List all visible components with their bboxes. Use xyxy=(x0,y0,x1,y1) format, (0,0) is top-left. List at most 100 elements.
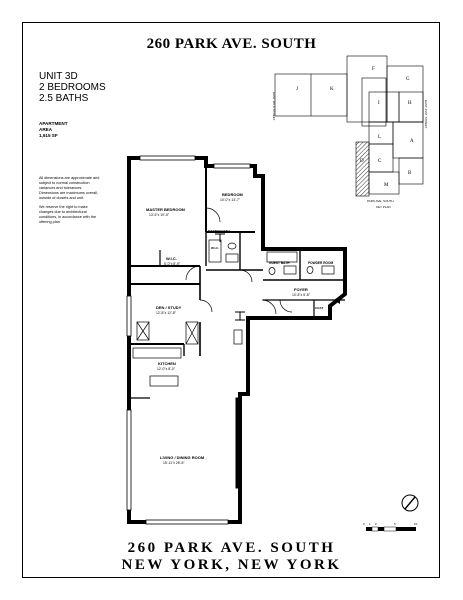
door-den xyxy=(199,299,213,313)
sink-guest xyxy=(283,265,297,275)
scale-bar: 0 1 2 5 10 xyxy=(363,522,418,532)
room-master-bedroom: MASTER BEDROOM xyxy=(146,207,186,212)
unit-name: UNIT 3D xyxy=(39,71,78,82)
room-wic-1: W.I.C. xyxy=(166,256,177,261)
room-living-dim: 15'-11"x 25'-5" xyxy=(163,461,185,465)
unit-bedrooms: 2 BEDROOMS xyxy=(39,82,106,93)
room-guest-bath: GUEST BATH xyxy=(269,261,290,265)
toilet-powder xyxy=(306,266,314,274)
room-kitchen: KITCHEN xyxy=(158,361,176,366)
scale-1: 1 xyxy=(369,522,371,526)
room-bedroom-dim: 10'-0"x 13'-7" xyxy=(220,198,241,202)
beam-markers xyxy=(215,233,245,321)
keyplan-unit-k xyxy=(368,121,394,145)
windows xyxy=(126,155,251,525)
keyplan-unit-i xyxy=(368,91,400,123)
fridge-x2 xyxy=(185,321,199,345)
fridge xyxy=(185,321,199,345)
tub-master xyxy=(208,239,222,263)
unit-baths: 2.5 BATHS xyxy=(39,93,89,104)
keyplan-unit-h xyxy=(398,91,424,123)
door-coat xyxy=(279,299,293,313)
window-master xyxy=(139,155,196,161)
toilet-guest xyxy=(268,267,276,275)
room-master-bath: MASTER BATH xyxy=(208,229,230,233)
scale-10: 10 xyxy=(414,522,418,526)
keyplan-unit-b xyxy=(398,157,424,185)
room-foyer-dim: 10'-8"x 5'-8" xyxy=(292,293,311,297)
room-den: DEN / STUDY xyxy=(156,305,182,310)
scale-5: 5 xyxy=(394,522,396,526)
keyplan-unit-c xyxy=(368,143,394,173)
keyplan-label-b: B xyxy=(408,171,412,176)
keyplan-sublabel: PARK AVE. SOUTH xyxy=(367,199,394,203)
page-frame xyxy=(22,22,440,578)
room-kitchen-dim: 12'-0"x 8'-0" xyxy=(157,367,176,371)
keyplan-label-h: H xyxy=(408,101,412,106)
disclaimer-p2: We reserve the right to make changes due… xyxy=(39,205,96,224)
room-living: LIVING / DINING ROOM xyxy=(160,455,205,460)
room-coat: COAT xyxy=(315,306,323,310)
keyplan-label-f: F xyxy=(372,67,375,72)
keyplan-label-k: K xyxy=(330,87,334,92)
keyplan-unit-e xyxy=(361,77,387,127)
room-labels: MASTER BEDROOM 13'-5"x 19'-5" BEDROOM 10… xyxy=(146,192,333,465)
fixtures xyxy=(132,207,335,387)
room-powder: POWDER ROOM xyxy=(308,261,333,265)
north-arrow-icon xyxy=(401,494,419,512)
window-living xyxy=(145,519,229,525)
door-corridor xyxy=(239,269,253,283)
area-label-2: AREA xyxy=(39,127,53,132)
kitchen-island xyxy=(149,375,179,387)
area-value: 1,615 SF xyxy=(39,133,58,138)
keyplan-label-a: A xyxy=(410,139,414,144)
keyplan-labels: J K F G I H L A D C M B PARK AVE. SOUTH … xyxy=(272,67,428,209)
keyplan-label-d: D xyxy=(360,159,364,164)
door-bedroom xyxy=(205,207,221,223)
room-bedroom: BEDROOM xyxy=(222,192,244,197)
toilet-master xyxy=(227,242,237,250)
page-title: 260 PARK AVE. SOUTH xyxy=(146,36,317,52)
keyplan-label-i: I xyxy=(378,101,380,106)
keyplan-label-l: L xyxy=(378,135,381,140)
unit-area: APARTMENT AREA 1,615 SF xyxy=(39,121,68,139)
entry-arrow-icon xyxy=(334,296,340,304)
keyplan-label-g: G xyxy=(406,77,410,82)
window-bedroom xyxy=(213,163,251,169)
closet-den xyxy=(136,321,150,341)
scale-0: 0 xyxy=(363,522,365,526)
scale-2: 2 xyxy=(375,522,377,526)
sink-powder xyxy=(321,265,335,275)
keyplan-label-m: M xyxy=(384,183,389,188)
keyplan-street-1: EAST 20TH STREET xyxy=(272,92,276,121)
window-living-side xyxy=(126,409,132,511)
keyplan-unit-a xyxy=(392,121,424,159)
keyplan-street-2: EAST 21ST STREET xyxy=(424,100,428,129)
unit-summary: UNIT 3D 2 BEDROOMS 2.5 BATHS xyxy=(39,71,106,104)
counter xyxy=(132,347,182,359)
key-plan xyxy=(274,55,424,197)
room-master-bedroom-dim: 13'-5"x 19'-5" xyxy=(149,213,170,217)
disclaimer-p1: All dimensions are approximate and subje… xyxy=(39,176,100,200)
area-label-1: APARTMENT xyxy=(39,121,68,126)
door-foyer xyxy=(261,299,277,315)
living-wall-column xyxy=(235,397,241,489)
window-den xyxy=(126,295,132,337)
keyplan-unit-g xyxy=(386,65,424,123)
keyplan-unit-d-highlight xyxy=(355,141,370,197)
room-wic-2: W.I.C. xyxy=(211,246,219,250)
keyplan-unit-f xyxy=(346,55,388,123)
keyplan-label-c: C xyxy=(378,159,382,164)
sink-master xyxy=(225,253,239,263)
footer-address-line-1: 260 PARK AVE. SOUTH xyxy=(127,540,336,556)
room-den-dim: 12'-8"x 12'-8" xyxy=(156,311,177,315)
closet-x2 xyxy=(136,321,150,341)
door-master xyxy=(185,265,201,281)
footer-address-line-2: NEW YORK, NEW YORK xyxy=(121,557,342,573)
tub-guest xyxy=(266,251,298,263)
washer-dryer xyxy=(233,329,243,345)
room-wic-1-dim: 5'-0"x 8'-9" xyxy=(164,262,181,266)
room-foyer: FOYER xyxy=(294,287,308,292)
keyplan-label: KEY PLAN xyxy=(376,205,391,209)
